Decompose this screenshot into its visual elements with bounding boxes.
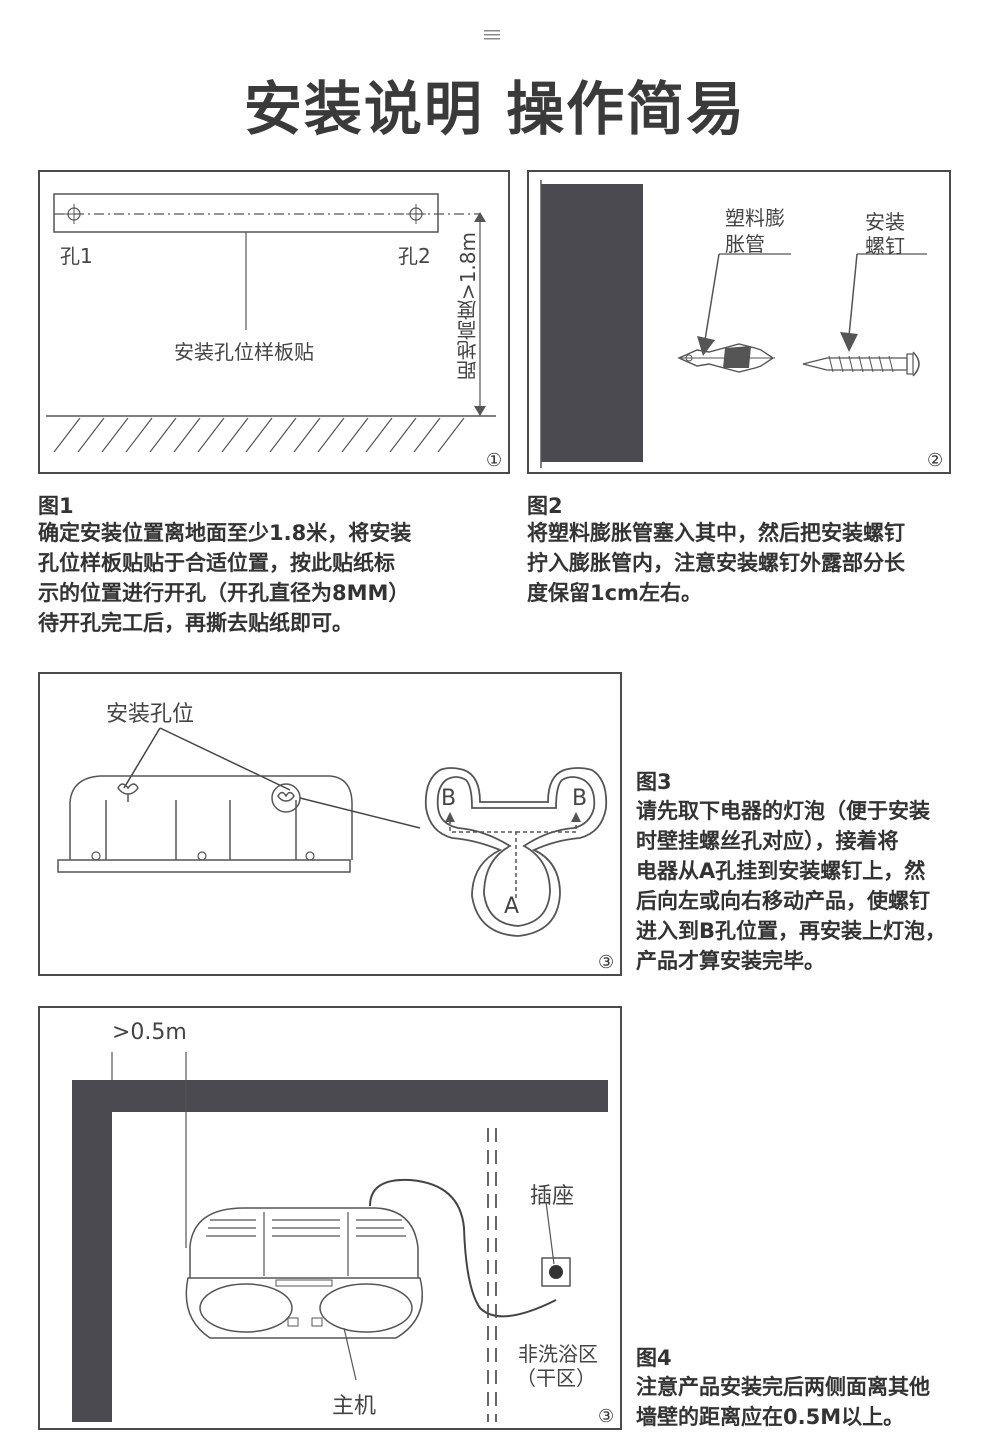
hole-2-label: 孔2 (398, 244, 431, 268)
figure-number: ① (486, 450, 503, 471)
caption-line: 待开孔完工后，再撕去贴纸即可。 (38, 611, 353, 635)
caption-text-fig4: 注意产品安装完后两侧面离其他 墙壁的距离应在0.5M以上。 (636, 1372, 986, 1432)
main-unit-label: 主机 (332, 1394, 377, 1419)
anchor-label-1: 塑料膨 (725, 206, 785, 230)
caption-line: 电器从A孔挂到安装螺钉上，然 (636, 859, 926, 883)
figure-number: ② (927, 450, 944, 471)
caption-title-fig2: 图2 (527, 494, 563, 518)
caption-title-fig1: 图1 (38, 494, 74, 518)
menu-icon[interactable] (484, 29, 500, 41)
caption-text-fig2: 将塑料膨胀管塞入其中，然后把安装螺钉 拧入膨胀管内，注意安装螺钉外露部分长 度保… (527, 518, 967, 608)
figure-2-diagram (540, 180, 927, 468)
b-right-label: B (572, 786, 588, 811)
caption-line: 将塑料膨胀管塞入其中，然后把安装螺钉 (527, 521, 905, 545)
caption-title-fig3: 图3 (636, 770, 672, 794)
figure-number: ③ (598, 1406, 615, 1427)
b-left-label: B (441, 786, 457, 811)
height-label: 距地高度>1.8m (456, 232, 480, 381)
caption-text-fig1: 确定安装位置离地面至少1.8米，将安装 孔位样板贴贴于合适位置，按此贴纸标 示的… (38, 518, 498, 638)
caption-line: 进入到B孔位置，再安装上灯泡， (636, 919, 947, 943)
figure-1-panel: 孔1 孔2 安装孔位样板贴 距地高度>1.8m ① (38, 170, 510, 474)
hole-1-label: 孔1 (60, 244, 93, 268)
caption-text-fig3: 请先取下电器的灯泡（便于安装 时壁挂螺丝孔对应），接着将 电器从A孔挂到安装螺钉… (636, 796, 986, 976)
caption-title-fig4: 图4 (636, 1346, 672, 1370)
screw-label-2: 螺钉 (865, 234, 905, 258)
caption-line: 确定安装位置离地面至少1.8米，将安装 (38, 521, 412, 545)
figure-2-panel: 塑料膨 胀管 安装 螺钉 ② (527, 170, 951, 474)
caption-line: 时壁挂螺丝孔对应），接着将 (636, 829, 899, 853)
figure-3-diagram (57, 727, 608, 937)
caption-line: 拧入膨胀管内，注意安装螺钉外露部分长 (527, 551, 905, 575)
page-title: 安装说明 操作简易 (243, 75, 747, 143)
figure-1-diagram (46, 193, 496, 453)
caption-line: 注意产品安装完后两侧面离其他 (636, 1375, 930, 1399)
caption-line: 墙壁的距离应在0.5M以上。 (636, 1405, 905, 1429)
dry-zone-label-1: 非洗浴区 (518, 1342, 598, 1366)
caption-line: 孔位样板贴贴于合适位置，按此贴纸标 (38, 551, 395, 575)
a-label: A (504, 894, 520, 919)
anchor-label-2: 胀管 (725, 232, 765, 256)
template-label: 安装孔位样板贴 (174, 340, 314, 364)
figure-4-diagram (72, 1052, 608, 1422)
caption-line: 后向左或向右移动产品，使螺钉 (636, 889, 930, 913)
figure-3-panel: 安装孔位 B B A ③ (38, 672, 622, 976)
distance-label: >0.5m (112, 1020, 187, 1045)
figure-number: ③ (598, 952, 615, 973)
dry-zone-label-2: （干区） (516, 1366, 596, 1390)
screw-label-1: 安装 (865, 210, 905, 234)
holes-label: 安装孔位 (106, 702, 195, 727)
caption-line: 度保留1cm左右。 (527, 581, 702, 605)
caption-line: 请先取下电器的灯泡（便于安装 (636, 799, 930, 823)
socket-label: 插座 (530, 1184, 575, 1209)
caption-line: 示的位置进行开孔（开孔直径为8MM） (38, 581, 410, 605)
caption-line: 产品才算安装完毕。 (636, 949, 825, 973)
figure-4-panel: >0.5m 插座 非洗浴区 （干区） 主机 ③ (38, 1006, 622, 1430)
